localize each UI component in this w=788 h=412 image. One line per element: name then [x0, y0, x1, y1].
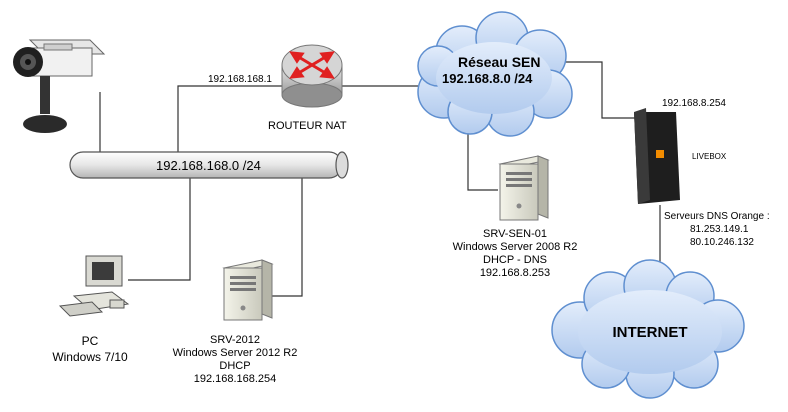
- pc-icon: [58, 255, 130, 317]
- srv-sen-01-server-icon: [498, 155, 550, 221]
- srv-2012-os: Windows Server 2012 R2: [172, 347, 298, 359]
- srv-sen-01-name: SRV-SEN-01: [483, 228, 547, 240]
- srv-sen-01-roles: DHCP - DNS: [483, 254, 547, 266]
- router-icon: [281, 44, 343, 108]
- pc-name-label: PC: [81, 334, 99, 348]
- internet-label: INTERNET: [612, 324, 688, 341]
- router-bus-link: [177, 85, 286, 158]
- livebox-ip-label: 192.168.8.254: [662, 98, 726, 109]
- livebox-icon: [634, 108, 680, 204]
- reseau-sen-cloud: [417, 11, 573, 137]
- cloud-srvsen-link: [467, 128, 498, 191]
- cloud-livebox-link: [560, 61, 636, 119]
- srv-2012-name: SRV-2012: [210, 334, 260, 346]
- srv-sen-01-ip: 192.168.8.253: [479, 267, 551, 279]
- router-name-label: ROUTEUR NAT: [268, 120, 347, 132]
- bus-subnet-label: 192.168.168.0 /24: [156, 158, 261, 173]
- dns-server-2: 80.10.246.132: [690, 237, 754, 248]
- internet-cloud: [551, 259, 745, 399]
- srv-sen-01-os: Windows Server 2008 R2: [452, 241, 578, 253]
- ip-camera-icon: [13, 39, 106, 133]
- pc-link: [128, 178, 191, 281]
- dns-title-label: Serveurs DNS Orange :: [664, 211, 770, 222]
- router-ip-label: 192.168.168.1: [208, 74, 272, 85]
- pc-os-label: Windows 7/10: [52, 350, 128, 364]
- cloud-sen-subnet: 192.168.8.0 /24: [442, 71, 533, 86]
- ethernet-bus: [69, 151, 349, 179]
- srv-2012-ip: 192.168.168.254: [193, 373, 277, 385]
- dns-server-1: 81.253.149.1: [690, 224, 749, 235]
- srv2012-link: [272, 178, 303, 297]
- livebox-name-label: LIVEBOX: [692, 152, 727, 161]
- srv-2012-server-icon: [222, 259, 274, 321]
- srv-2012-roles: DHCP: [219, 360, 251, 372]
- cloud-sen-title: Réseau SEN: [458, 54, 541, 70]
- links: [99, 61, 661, 297]
